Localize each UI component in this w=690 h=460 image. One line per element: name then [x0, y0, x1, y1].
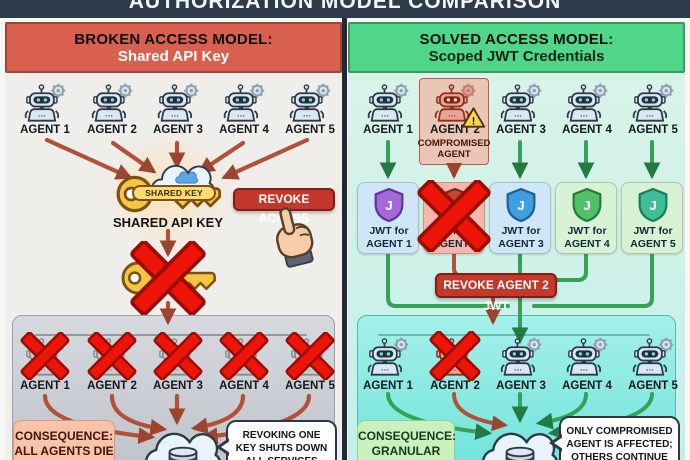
- x-mark-icon: [19, 332, 71, 380]
- robot-icon: [498, 335, 544, 379]
- robot-icon: [564, 81, 610, 125]
- consequence-line: GRANULAR: [371, 444, 441, 458]
- robot-icon: [365, 81, 411, 125]
- robot-icon: [365, 335, 411, 379]
- agent-label: AGENT 4: [562, 380, 612, 392]
- bubble-tail: [221, 441, 230, 453]
- bubble-text: ONLY COMPROMISED AGENT IS AFFECTED; OTHE…: [566, 426, 673, 460]
- jwt-card: JWT for AGENT 1: [357, 182, 419, 254]
- jwt-card-line1: JWT for: [369, 225, 409, 237]
- jwt-card-line2: AGENT 1: [366, 238, 412, 250]
- consequence-line: ALL AGENTS DIE: [14, 444, 114, 458]
- compromised-line: COMPROMISED: [417, 138, 491, 149]
- agent-label: AGENT 1: [363, 380, 413, 392]
- consequence-box: CONSEQUENCE: ALL AGENTS DIE: [13, 420, 115, 460]
- header-line1: BROKEN ACCESS MODEL:: [74, 31, 273, 48]
- jwt-card-line1: JWT for: [501, 225, 541, 237]
- title-bar: AUTHORIZATION MODEL COMPARISON: [0, 0, 690, 18]
- compromised-line: AGENT: [437, 149, 471, 160]
- x-mark-icon: [416, 180, 492, 252]
- bubble-text: REVOKING ONE KEY SHUTS DOWN ALL SERVICES: [235, 430, 328, 460]
- x-mark-icon: [86, 332, 138, 380]
- broken-model-header: BROKEN ACCESS MODEL: Shared API Key: [5, 22, 342, 73]
- solved-model-header: SOLVED ACCESS MODEL: Scoped JWT Credenti…: [348, 22, 685, 73]
- compromised-agent-label: COMPROMISED AGENT: [412, 138, 496, 160]
- robot-icon: [630, 81, 676, 125]
- robot-icon: [221, 81, 267, 125]
- jwt-card-line1: JWT for: [567, 225, 607, 237]
- jwt-card: JWT for AGENT 3: [489, 182, 551, 254]
- jwt-card-line2: AGENT 5: [630, 238, 676, 250]
- jwt-card-line2: AGENT 4: [564, 238, 610, 250]
- robot-icon: [498, 81, 544, 125]
- agent-label: AGENT 1: [20, 380, 70, 392]
- revoke-agent2-jwt-button[interactable]: REVOKE AGENT 2 JWT: [435, 273, 557, 313]
- consequence-box: CONSEQUENCE: GRANULAR REVOCATION: [357, 420, 457, 460]
- broken-model-panel: BROKEN ACCESS MODEL: Shared API Key AGEN…: [5, 22, 342, 460]
- callout-bubble: ONLY COMPROMISED AGENT IS AFFECTED; OTHE…: [549, 416, 680, 460]
- jwt-card: JWT for AGENT 5: [621, 182, 683, 254]
- header-line2: Scoped JWT Credentials: [428, 48, 605, 65]
- x-mark-icon: [284, 332, 336, 380]
- page-title: AUTHORIZATION MODEL COMPARISON: [128, 0, 562, 13]
- agent-label: AGENT 3: [496, 380, 546, 392]
- robot-icon: [564, 335, 610, 379]
- shield-icon: [373, 187, 405, 223]
- agent-label: AGENT 2: [430, 380, 480, 392]
- agent-label: AGENT 1: [20, 124, 70, 136]
- agent-label: AGENT 2: [87, 124, 137, 136]
- consequence-line: CONSEQUENCE:: [14, 429, 113, 443]
- left-margin: [0, 0, 5, 460]
- robot-icon: [155, 81, 201, 125]
- robot-icon: [630, 335, 676, 379]
- panel-divider: [342, 18, 347, 460]
- x-mark-icon: [218, 332, 270, 380]
- shield-icon: [637, 187, 669, 223]
- consequence-line: CONSEQUENCE:: [358, 429, 457, 443]
- agent-label: AGENT 2: [87, 380, 137, 392]
- robot-icon: [287, 81, 333, 125]
- agent-label: AGENT 5: [285, 124, 335, 136]
- header-line1: SOLVED ACCESS MODEL:: [419, 31, 614, 48]
- shared-key-caption: SHARED API KEY: [112, 215, 224, 230]
- arrow-layer-right: [379, 140, 661, 440]
- agent-label: AGENT 4: [219, 124, 269, 136]
- x-mark-icon: [152, 332, 204, 380]
- jwt-card: JWT for AGENT 4: [555, 182, 617, 254]
- warning-icon: [461, 106, 486, 129]
- robot-icon: [89, 81, 135, 125]
- zone-divider-line: [35, 334, 307, 336]
- callout-bubble: REVOKING ONE KEY SHUTS DOWN ALL SERVICES: [216, 420, 337, 460]
- agent-label: AGENT 3: [153, 124, 203, 136]
- agent-label: AGENT 4: [219, 380, 269, 392]
- key-band-label: SHARED KEY: [132, 185, 216, 201]
- header-line2: Shared API Key: [117, 48, 230, 65]
- shield-icon: [505, 187, 537, 223]
- x-mark-icon: [428, 331, 482, 381]
- solved-model-panel: SOLVED ACCESS MODEL: Scoped JWT Credenti…: [348, 22, 685, 460]
- jwt-card-line1: JWT for: [633, 225, 673, 237]
- agent-label: AGENT 3: [496, 124, 546, 136]
- x-mark-icon: [128, 241, 208, 315]
- jwt-card-line2: AGENT 3: [498, 238, 544, 250]
- agent-label: AGENT 1: [363, 124, 413, 136]
- agent-label: AGENT 3: [153, 380, 203, 392]
- agent-label: AGENT 4: [562, 124, 612, 136]
- robot-icon: [22, 81, 68, 125]
- agent-label: AGENT 5: [285, 380, 335, 392]
- bubble-tail: [554, 437, 563, 449]
- shield-icon: [571, 187, 603, 223]
- agent-label: AGENT 5: [628, 380, 678, 392]
- right-margin: [685, 0, 690, 460]
- agent-label: AGENT 5: [628, 124, 678, 136]
